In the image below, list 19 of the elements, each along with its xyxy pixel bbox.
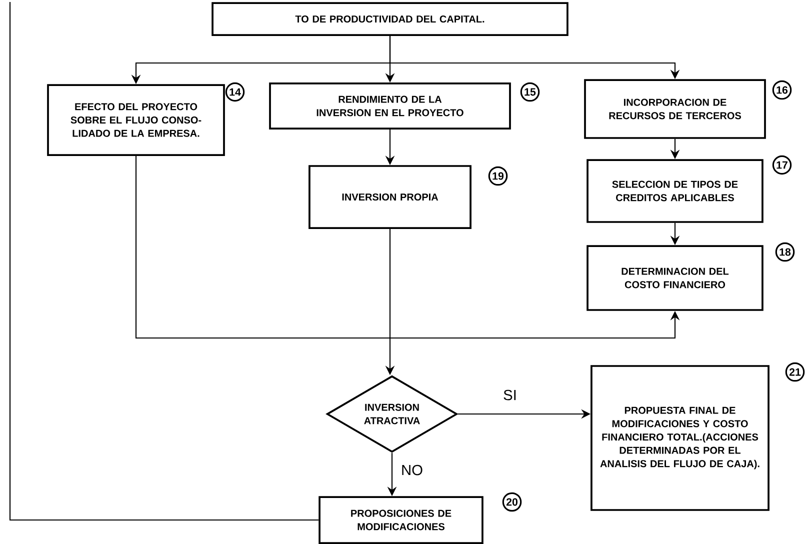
process-box: EFECTO DEL PROYECTO SOBRE EL FLUJO CONSO- LIDADO DE LA EMPRESA. bbox=[47, 84, 225, 156]
process-box: PROPOSICIONES DE MODIFICACIONES bbox=[318, 496, 484, 544]
callout-number: 14 bbox=[225, 82, 245, 102]
callout-number: 17 bbox=[772, 155, 792, 175]
callout-number: 21 bbox=[785, 362, 805, 382]
callout-number: 20 bbox=[502, 492, 522, 512]
process-box: INVERSION PROPIA bbox=[308, 165, 472, 229]
process-box: TO DE PRODUCTIVIDAD DEL CAPITAL. bbox=[212, 2, 568, 36]
process-box: PROPUESTA FINAL DE MODIFICACIONES Y COSTO FINANCIERO TOTAL.(ACCIONES DETERMINADAS POR EL ANALISIS DEL FLUJO DE CAJA). bbox=[590, 365, 770, 511]
callout-number: 18 bbox=[775, 242, 795, 262]
callout-number: 16 bbox=[772, 80, 792, 100]
callout-number: 19 bbox=[488, 166, 508, 186]
edge-label: SI bbox=[502, 388, 518, 402]
process-box: DETERMINACION DEL COSTO FINANCIERO bbox=[586, 245, 764, 311]
process-box: RENDIMIENTO DE LA INVERSION EN EL PROYECTO bbox=[269, 82, 511, 130]
process-box: INCORPORACION DE RECURSOS DE TERCEROS bbox=[584, 79, 766, 139]
callout-number: 15 bbox=[520, 82, 540, 102]
edge-label: NO bbox=[400, 463, 424, 477]
process-box: SELECCION DE TIPOS DE CREDITOS APLICABLES bbox=[586, 159, 764, 223]
